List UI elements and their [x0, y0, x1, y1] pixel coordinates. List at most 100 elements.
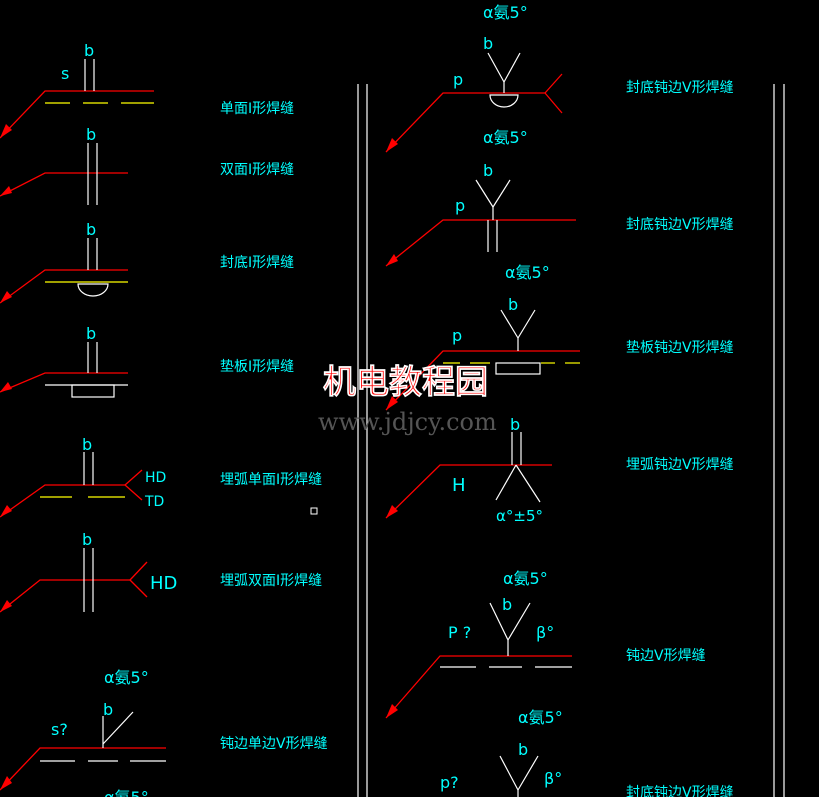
watermark-url: www.jdjcy.com: [318, 408, 497, 436]
label-p: P ?: [448, 623, 471, 642]
v-groove-symbol: [495, 432, 541, 503]
label-td: TD: [144, 494, 164, 510]
column-divider: [357, 84, 368, 797]
leader-line: [0, 269, 128, 304]
i-groove-symbol: [83, 548, 94, 612]
label-hd: HD: [145, 470, 166, 486]
weld-symbol-sealing-v-3: α氨5° b p? β° 封底钝边V形焊缝: [440, 708, 734, 797]
caption: 钝边V形焊缝: [626, 648, 706, 664]
label-b: b: [518, 740, 528, 759]
leader-line: [0, 579, 130, 613]
weld-symbol-sealing-v-1: α氨5° b p α氨5° 封底钝边V形焊缝: [385, 3, 734, 153]
label-p: p: [455, 196, 465, 215]
label-p: p?: [440, 773, 459, 792]
label-beta: β°: [536, 623, 554, 642]
caption: 埋弧双面I形焊缝: [220, 573, 322, 589]
arrowhead: [386, 396, 398, 410]
weld-symbol-double-i: b 双面I形焊缝: [0, 125, 294, 205]
v-groove-symbol: [495, 309, 541, 375]
label-beta: β°: [544, 769, 562, 788]
arrowhead: [386, 704, 398, 718]
label-hd: HD: [150, 573, 177, 594]
v-groove-symbol: [499, 755, 539, 797]
label-b: b: [508, 295, 518, 314]
watermark-title: 机电教程园: [323, 362, 488, 401]
caption: 垫板钝边V形焊缝: [626, 340, 734, 356]
weld-symbol-blunt-v: α氨5° b P ? β° 钝边V形焊缝: [385, 569, 706, 719]
caption: 封底钝边V形焊缝: [626, 80, 734, 96]
leader-line: [0, 172, 128, 197]
weld-symbol-single-i: s b 单面I形焊缝: [0, 41, 294, 139]
label-b: b: [86, 125, 96, 144]
arrowhead: [0, 291, 12, 303]
cursor-marker: [310, 507, 318, 515]
weld-symbol-sealing-i: b 封底I形焊缝: [0, 220, 294, 304]
label-b: b: [86, 324, 96, 343]
label-b: b: [483, 34, 493, 53]
arrowhead: [0, 382, 12, 392]
label-b: b: [510, 415, 520, 434]
caption: 埋弧单面I形焊缝: [220, 472, 322, 488]
arrowhead: [386, 505, 398, 518]
label-b: b: [82, 530, 92, 549]
arrowhead: [0, 600, 12, 612]
label-b: b: [103, 700, 113, 719]
leader-line: [0, 484, 125, 518]
leader-line: [385, 464, 552, 519]
tail-symbol: [129, 561, 148, 598]
bevel-symbol: [102, 711, 134, 748]
caption: 单面I形焊缝: [220, 101, 294, 117]
weld-symbol-submerged-single-i: b HD TD 埋弧单面I形焊缝: [0, 435, 322, 518]
v-groove-symbol: [489, 602, 531, 656]
leader-line: [0, 747, 166, 791]
v-groove-symbol: [475, 179, 511, 252]
arrowhead: [0, 124, 12, 138]
arrowhead: [0, 505, 12, 517]
right-border: [773, 84, 785, 797]
i-groove-symbol: [87, 143, 98, 205]
arrowhead: [386, 138, 398, 152]
i-groove-symbol: [84, 59, 95, 91]
leader-line: [385, 92, 545, 153]
label-p: p: [453, 70, 463, 89]
label-angle: α氨5°: [518, 708, 563, 727]
label-b: b: [82, 435, 92, 454]
label-b: b: [86, 220, 96, 239]
leader-line: [0, 372, 128, 393]
i-groove-symbol: [45, 342, 128, 398]
arrowhead: [386, 254, 398, 266]
weld-symbol-submerged-v: b H α°±5° 埋弧钝边V形焊缝: [385, 415, 734, 525]
label-b: b: [84, 41, 94, 60]
watermark: 机电教程园 www.jdjcy.com: [318, 362, 497, 436]
caption: 封底I形焊缝: [220, 255, 294, 271]
label-angle: α氨5°: [483, 3, 528, 22]
label-b: b: [483, 161, 493, 180]
caption: 封底钝边V形焊缝: [626, 785, 734, 797]
caption: 埋弧钝边V形焊缝: [626, 457, 734, 473]
label-angle: α氨5°: [104, 668, 149, 687]
tail-symbol: [124, 469, 143, 501]
label-angle-bottom: α氨5°: [104, 788, 149, 797]
leader-line: [385, 219, 576, 267]
caption: 封底钝边V形焊缝: [626, 217, 734, 233]
arrowhead: [0, 186, 12, 196]
arrowhead: [0, 776, 12, 790]
weld-symbol-single-bevel-v: α氨5° b s? α氨5° 钝边单边V形焊缝: [0, 668, 328, 797]
label-angle-bottom: α氨5°: [483, 128, 528, 147]
label-p: p: [452, 326, 462, 345]
label-s: s?: [51, 720, 68, 739]
label-b: b: [502, 595, 512, 614]
leader-line: [0, 90, 154, 139]
weld-symbol-backing-v: b p 垫板钝边V形焊缝: [385, 295, 734, 411]
leader-line: [385, 350, 580, 411]
label-angle: α°±5°: [496, 507, 543, 525]
label-angle: α氨5°: [503, 569, 548, 588]
label-angle-bottom: α氨5°: [505, 263, 550, 282]
label-s: s: [61, 64, 69, 83]
caption: 双面I形焊缝: [220, 162, 294, 178]
weld-symbol-sealing-v-2: b p α氨5° 封底钝边V形焊缝: [385, 161, 734, 282]
weld-symbol-backing-i: b 垫板I形焊缝: [0, 324, 294, 398]
caption: 垫板I形焊缝: [220, 359, 294, 375]
